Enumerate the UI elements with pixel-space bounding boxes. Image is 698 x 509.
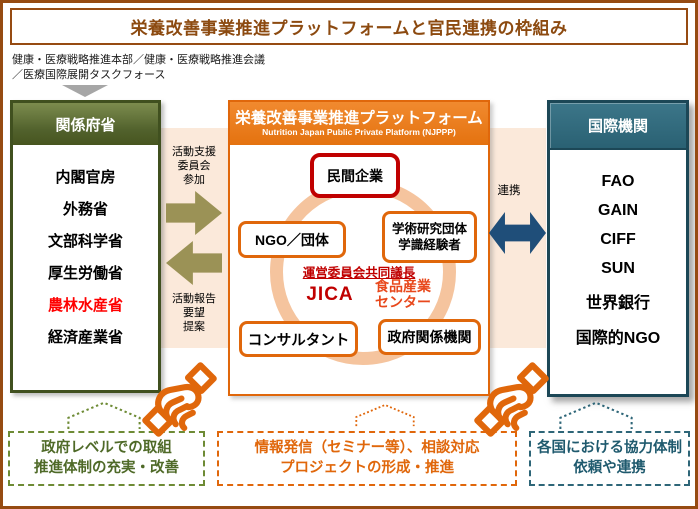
down-triangle-icon bbox=[62, 85, 108, 97]
international-item: CIFF bbox=[600, 231, 636, 248]
ministries-panel: 関係府省 内閣官房 外務省 文部科学省 厚生労働省 農林水産省 経済産業省 bbox=[10, 100, 161, 393]
ministry-item-highlighted: 農林水産省 bbox=[47, 297, 123, 314]
title-bar: 栄養改善事業推進プラットフォームと官民連携の枠組み bbox=[10, 8, 688, 45]
government-orgs-box: 政府関係機関 bbox=[378, 319, 481, 355]
dotted-up-arrow-icon bbox=[355, 403, 415, 427]
ministry-item: 厚生労働省 bbox=[47, 265, 123, 282]
ngo-box: NGO／団体 bbox=[238, 221, 346, 258]
platform-header: 栄養改善事業推進プラットフォーム Nutrition Japan Public … bbox=[230, 102, 488, 145]
cochair-label: 運営委員会共同議長 bbox=[302, 266, 416, 280]
dotted-up-arrow-icon bbox=[559, 401, 633, 429]
consultant-box: コンサルタント bbox=[239, 321, 358, 357]
international-item: SUN bbox=[601, 260, 635, 277]
ministries-list: 内閣官房 外務省 文部科学省 厚生労働省 農林水産省 経済産業省 bbox=[13, 145, 158, 347]
cooperation-label: 連携 bbox=[497, 185, 521, 197]
outcome-box-international: 各国における協力体制 依頼や連携 bbox=[529, 431, 690, 486]
outcome-box-ministries: 政府レベルでの取組 推進体制の充実・改善 bbox=[8, 431, 205, 486]
exchange-band-left bbox=[160, 128, 228, 348]
cochair-food-industry-center: 食品産業 センター bbox=[375, 278, 431, 311]
source-note: 健康・医療戦略推進本部／健康・医療戦略推進会議 ／医療国際展開タスクフォース bbox=[12, 54, 265, 82]
international-header: 国際機関 bbox=[550, 103, 686, 150]
support-flow-label: 活動支援 委員会 参加 bbox=[172, 146, 216, 186]
page-title: 栄養改善事業推進プラットフォームと官民連携の枠組み bbox=[130, 19, 568, 38]
ministry-item: 文部科学省 bbox=[47, 233, 123, 250]
ministry-item: 外務省 bbox=[62, 201, 108, 218]
outcome-box-platform: 情報発信（セミナー等）、相談対応 プロジェクトの形成・推進 bbox=[217, 431, 517, 486]
handshake-icon bbox=[142, 362, 217, 437]
cochair-jica: JICA bbox=[306, 284, 354, 305]
ministries-header: 関係府省 bbox=[13, 103, 158, 145]
international-item: 世界銀行 bbox=[585, 295, 650, 312]
international-item: GAIN bbox=[598, 202, 638, 219]
platform-body: 民間企業 NGO／団体 学術研究団体 学識経験者 運営委員会共同議長 JICA … bbox=[230, 145, 488, 394]
international-item: FAO bbox=[601, 173, 635, 190]
ministry-item: 経済産業省 bbox=[47, 329, 123, 346]
international-list: FAO GAIN CIFF SUN 世界銀行 国際的NGO bbox=[550, 150, 686, 348]
international-item: 国際的NGO bbox=[575, 330, 661, 347]
platform-title: 栄養改善事業推進プラットフォーム bbox=[235, 109, 483, 127]
handshake-icon bbox=[474, 362, 549, 437]
ministry-item: 内閣官房 bbox=[55, 169, 116, 186]
dotted-up-arrow-icon bbox=[67, 401, 141, 429]
platform-subtitle: Nutrition Japan Public Private Platform … bbox=[262, 126, 456, 137]
report-flow-label: 活動報告 要望 提案 bbox=[172, 293, 216, 333]
academic-box: 学術研究団体 学識経験者 bbox=[382, 211, 477, 263]
private-company-box: 民間企業 bbox=[310, 153, 400, 198]
international-panel: 国際機関 FAO GAIN CIFF SUN 世界銀行 国際的NGO bbox=[547, 100, 689, 397]
platform-panel: 栄養改善事業推進プラットフォーム Nutrition Japan Public … bbox=[228, 100, 490, 396]
